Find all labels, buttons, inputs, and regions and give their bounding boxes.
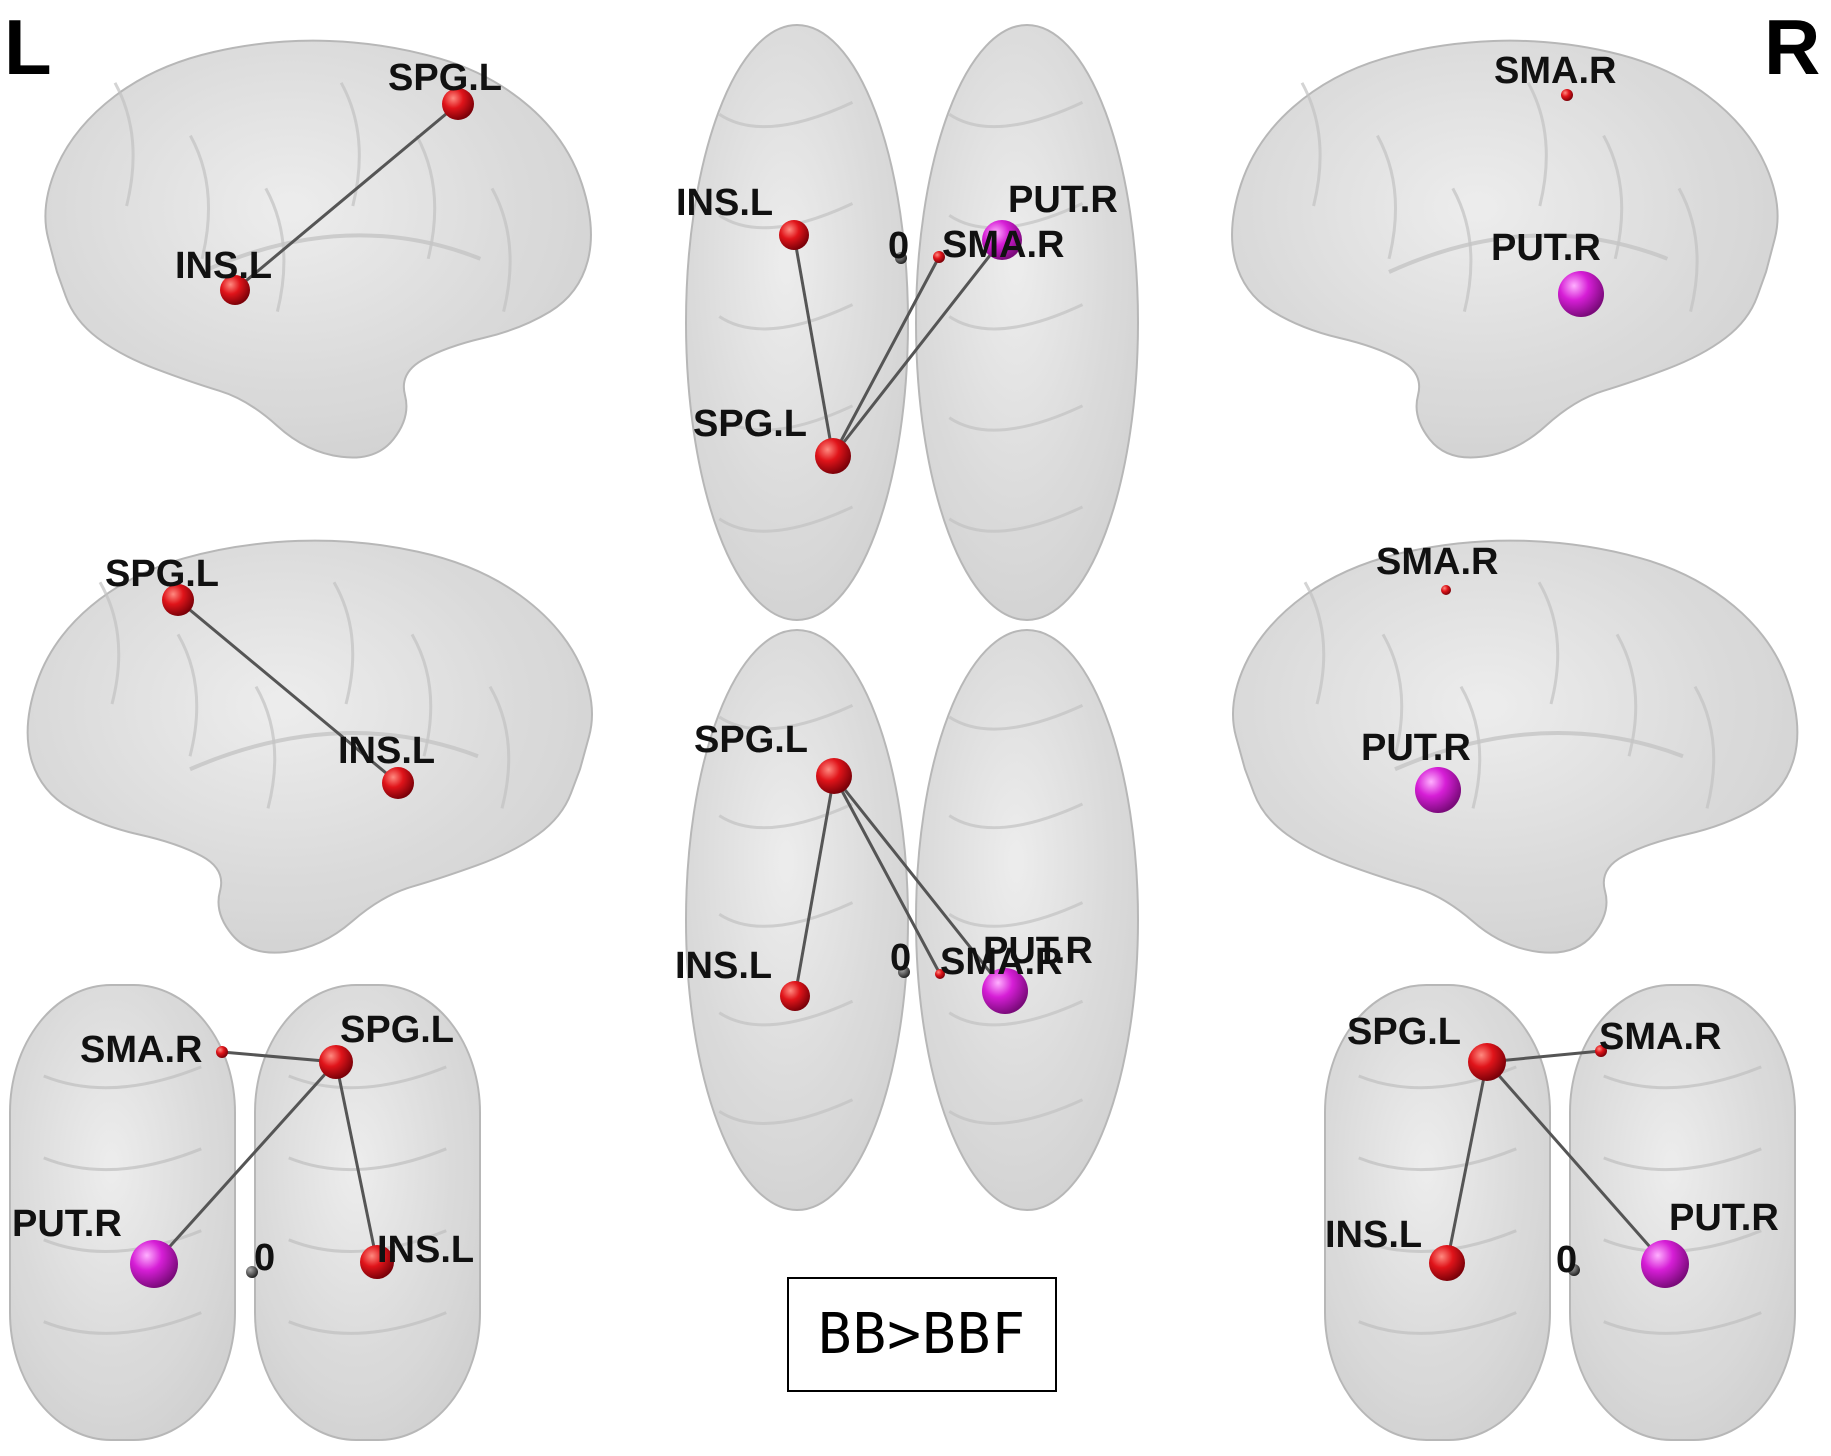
coronal-right-node-sma-r: [1595, 1045, 1607, 1057]
ventral-node-sma-r: [935, 969, 945, 979]
region-labels: SPG.L INS.L SPG.L INS.L SMA.R SPG.L PUT.R INS.L…: [12, 50, 1779, 1281]
condition-label-box: BB>BBF: [787, 1277, 1057, 1392]
dorsal-label-put-r: PUT.R: [1008, 179, 1118, 221]
medial-right-node-put-r: [1415, 767, 1461, 813]
connection-edges: [152, 102, 1667, 1266]
coronal-left-edge-1: [152, 1060, 338, 1266]
lateral-left-node-ins-l: [220, 275, 250, 305]
ventral-edge-1: [832, 775, 942, 975]
coronal-left-label-spg-l: SPG.L: [340, 1009, 454, 1051]
coronal-right-node-ins-l: [1429, 1245, 1465, 1281]
lateral-right-node-put-r: [1558, 271, 1604, 317]
coronal-left-node-spg-l: [319, 1045, 353, 1079]
medial-left-node-spg-l: [162, 584, 194, 616]
medial-right-label-sma-r: SMA.R: [1376, 541, 1498, 583]
dorsal-label-spg-l: SPG.L: [693, 403, 807, 445]
dorsal-node-ins-l: [779, 220, 809, 250]
ventral-label-sma-r: SMA.R: [940, 941, 1062, 983]
coronal-right-label-put-r: PUT.R: [1669, 1197, 1779, 1239]
coronal-left-edge-2: [334, 1061, 379, 1263]
medial-left-node-ins-l: [382, 767, 414, 799]
medial-right-brain: [1232, 539, 1799, 954]
coronal-right-label-origin: 0: [1556, 1239, 1577, 1281]
lateral-left-edge-0: [234, 102, 459, 292]
dorsal-label-sma-r: SMA.R: [942, 224, 1064, 266]
ventral-node-put-r: [982, 968, 1028, 1014]
coronal-right-label-sma-r: SMA.R: [1599, 1016, 1721, 1058]
ventral-label-spg-l: SPG.L: [694, 719, 808, 761]
ventral-label-put-r: PUT.R: [983, 930, 1093, 972]
coronal-right-node-spg-l: [1468, 1043, 1506, 1081]
dorsal-node-sma-r: [933, 251, 945, 263]
ventral-node-spg-l: [816, 758, 852, 794]
ventral-label-origin: 0: [890, 937, 911, 979]
coronal-right-label-spg-l: SPG.L: [1347, 1011, 1461, 1053]
coronal-left-node-put-r: [130, 1240, 178, 1288]
coronal-right-edge-0: [1486, 1049, 1602, 1064]
condition-label: BB>BBF: [817, 1302, 1027, 1367]
lateral-left-node-spg-l: [442, 88, 474, 120]
coronal-right-node-origin: [1568, 1264, 1580, 1276]
dorsal-node-origin: [895, 252, 907, 264]
dorsal-label-origin: 0: [888, 225, 909, 267]
lateral-right-node-sma-r: [1561, 89, 1573, 101]
lateral-left-label-ins-l: INS.L: [175, 245, 272, 287]
dorsal-node-put-r: [982, 220, 1022, 260]
coronal-left-label-put-r: PUT.R: [12, 1203, 122, 1245]
dorsal-brain: [685, 24, 1139, 621]
medial-left-brain: [26, 539, 593, 954]
ventral-node-origin: [898, 966, 910, 978]
lateral-left-label-spg-l: SPG.L: [388, 57, 502, 99]
lateral-left-brain: [44, 39, 592, 459]
lateral-right-brain: [1231, 39, 1779, 459]
coronal-right-node-put-r: [1641, 1240, 1689, 1288]
dorsal-edge-0: [792, 234, 835, 457]
left-hemisphere-marker: L: [4, 3, 52, 91]
right-hemisphere-marker: R: [1764, 3, 1821, 91]
coronal-right-edge-2: [1485, 1061, 1667, 1265]
medial-left-label-spg-l: SPG.L: [105, 553, 219, 595]
coronal-left-node-ins-l: [360, 1245, 394, 1279]
ventral-edge-2: [832, 775, 1007, 992]
coronal-left-label-ins-l: INS.L: [377, 1229, 474, 1271]
brain-surfaces: [9, 24, 1799, 1441]
dorsal-edge-1: [831, 256, 941, 457]
coronal-left-node-origin: [246, 1266, 258, 1278]
region-nodes: [130, 88, 1689, 1288]
coronal-right-brain: [1324, 984, 1796, 1441]
ventral-label-ins-l: INS.L: [675, 945, 772, 987]
ventral-edge-0: [793, 775, 836, 997]
lateral-right-label-put-r: PUT.R: [1491, 227, 1601, 269]
medial-left-edge-0: [177, 598, 399, 785]
ventral-node-ins-l: [780, 981, 810, 1011]
lateral-right-label-sma-r: SMA.R: [1494, 50, 1616, 92]
medial-right-label-put-r: PUT.R: [1361, 727, 1471, 769]
medial-right-node-sma-r: [1441, 585, 1451, 595]
coronal-right-edge-1: [1445, 1061, 1489, 1264]
coronal-left-node-sma-r: [216, 1046, 228, 1058]
dorsal-label-ins-l: INS.L: [676, 182, 773, 224]
dorsal-node-spg-l: [815, 438, 851, 474]
coronal-left-label-sma-r: SMA.R: [80, 1029, 202, 1071]
medial-left-label-ins-l: INS.L: [338, 730, 435, 772]
coronal-left-edge-0: [221, 1050, 337, 1064]
coronal-right-label-ins-l: INS.L: [1325, 1214, 1422, 1256]
ventral-brain: [685, 629, 1139, 1211]
coronal-left-label-origin: 0: [254, 1237, 275, 1279]
dorsal-edge-2: [831, 239, 1004, 457]
